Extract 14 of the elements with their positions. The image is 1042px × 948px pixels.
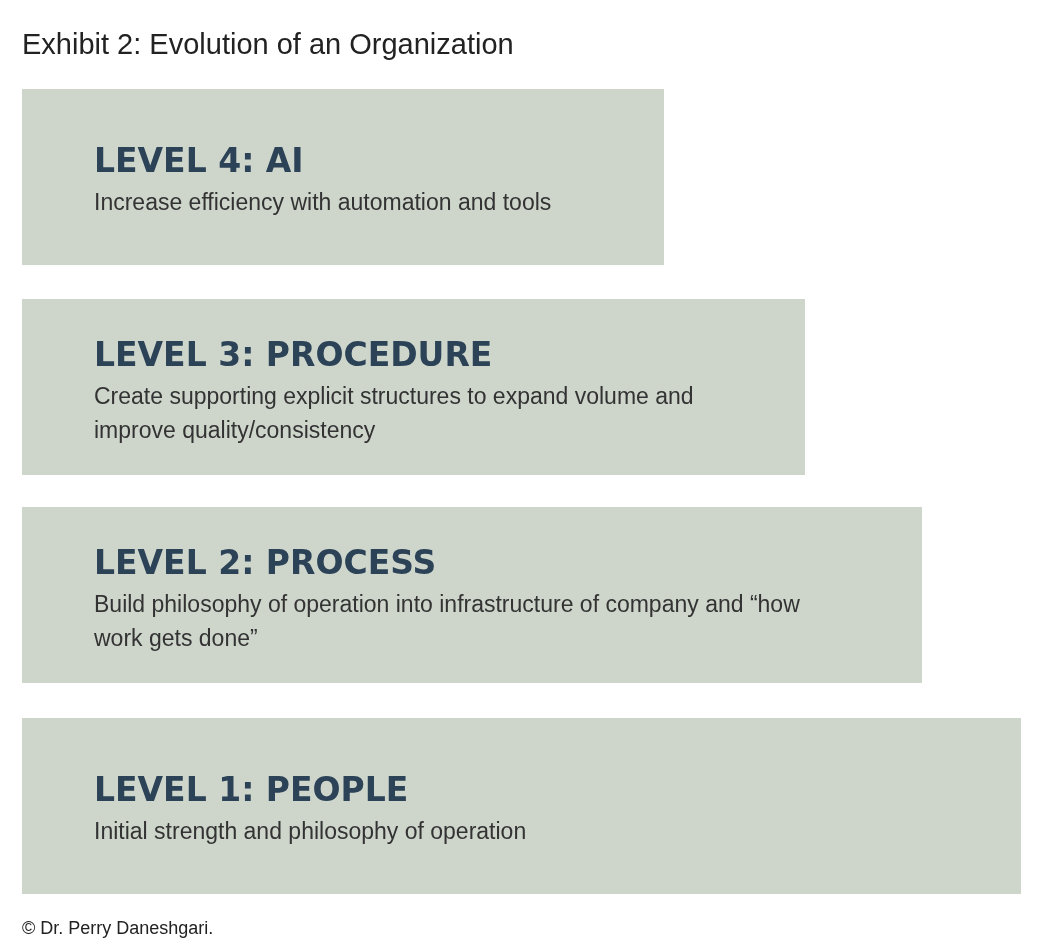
level-heading: LEVEL 2: PROCESS bbox=[94, 543, 437, 582]
level-description: Initial strength and philosophy of operation bbox=[94, 817, 528, 846]
level-box bbox=[22, 718, 1021, 894]
level-box bbox=[22, 299, 805, 475]
level-box bbox=[22, 89, 664, 265]
level-heading: LEVEL 3: PROCEDURE bbox=[94, 335, 493, 374]
diagram-title: Exhibit 2: Evolution of an Organization bbox=[22, 28, 514, 61]
level-description: Build philosophy of operation into infrastructure of company and “how work gets done” bbox=[94, 590, 801, 653]
level-heading: LEVEL 4: AI bbox=[94, 141, 304, 180]
level-heading: LEVEL 1: PEOPLE bbox=[94, 770, 409, 809]
level-box bbox=[22, 507, 922, 683]
level-description: Increase efficiency with automation and tools bbox=[94, 188, 553, 217]
level-description: Create supporting explicit structures to expand volume and improve quality/consistency bbox=[94, 382, 695, 445]
copyright-note: © Dr. Perry Daneshgari. bbox=[22, 918, 214, 939]
